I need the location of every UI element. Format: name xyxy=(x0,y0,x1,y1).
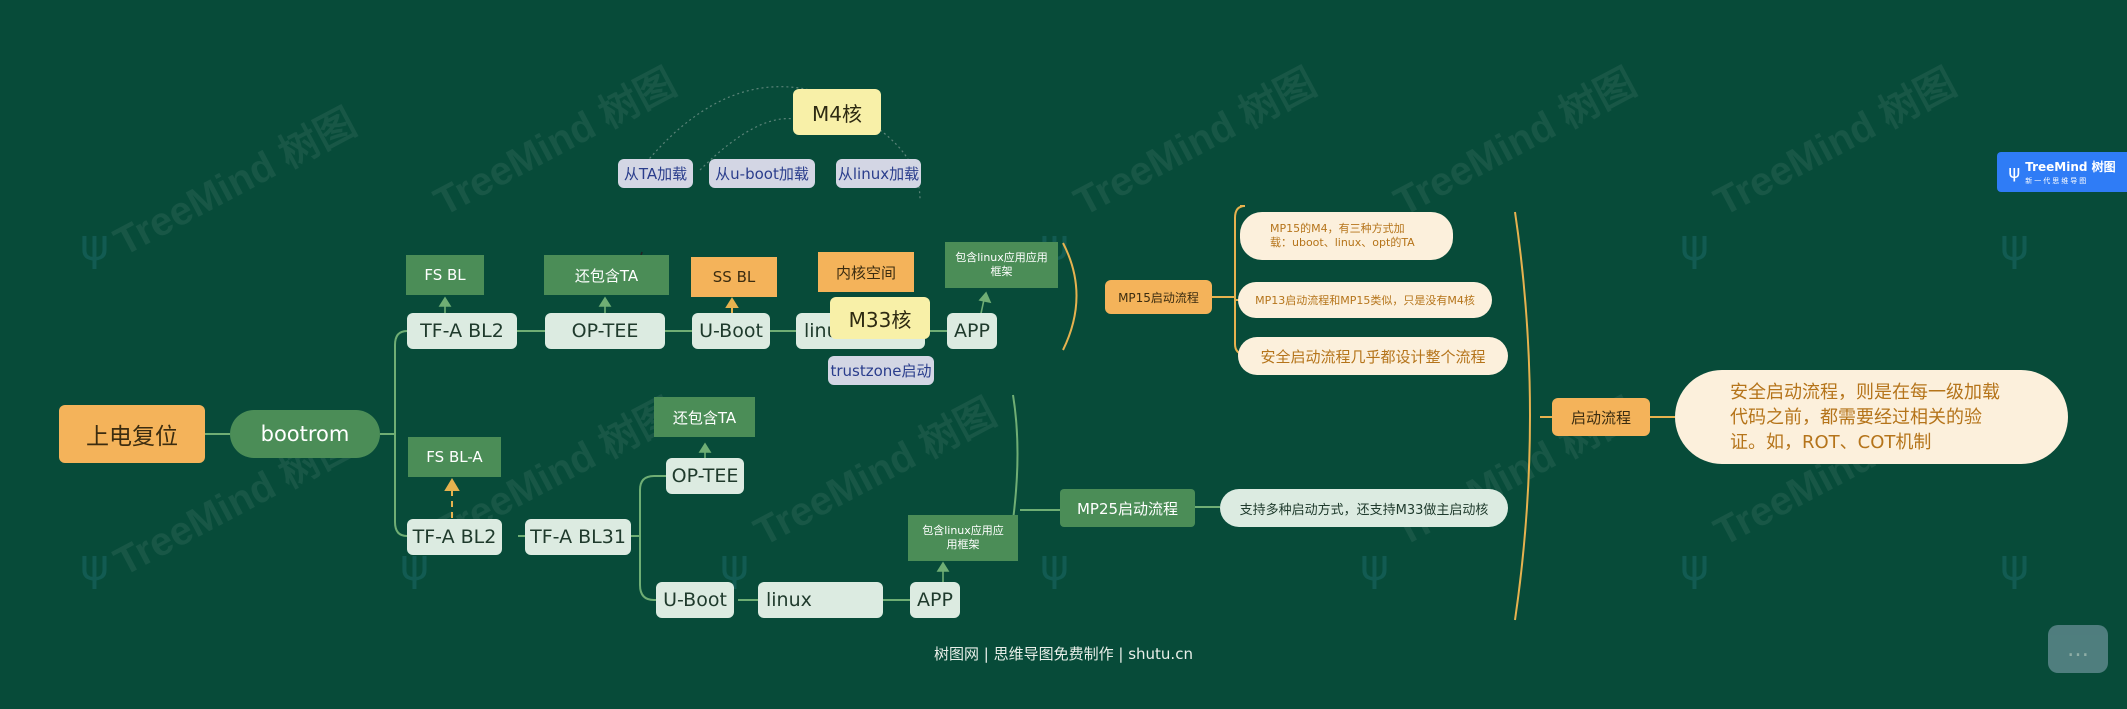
m33-core-node[interactable]: M33核 xyxy=(830,297,930,339)
mp15-note-mp13[interactable]: MP13启动流程和MP15类似，只是没有M4核 xyxy=(1238,282,1492,318)
mp15-app-node[interactable]: APP xyxy=(947,313,997,349)
mp15-optee-ta-note[interactable]: 还包含TA xyxy=(544,255,669,295)
mp15-uboot-node[interactable]: U-Boot xyxy=(692,313,770,349)
mp25-tfa-bl2-node[interactable]: TF-A BL2 xyxy=(407,519,502,555)
load-from-ta-node[interactable]: 从TA加载 xyxy=(618,159,693,188)
load-from-uboot-node[interactable]: 从u-boot加载 xyxy=(709,159,815,188)
fs-bl-a-node[interactable]: FS BL-A xyxy=(408,437,501,477)
treemind-brand-badge[interactable]: ψ TreeMind 树图 新一代思维导图 xyxy=(1997,152,2127,192)
m4-core-node[interactable]: M4核 xyxy=(793,89,881,135)
mp25-uboot-node[interactable]: U-Boot xyxy=(656,582,734,618)
treemind-logo-icon: ψ xyxy=(2008,161,2021,183)
mp25-linux-node[interactable]: linux xyxy=(758,582,883,618)
secure-boot-description[interactable]: 安全启动流程，则是在每一级加载代码之前，都需要经过相关的验证。如，ROT、COT… xyxy=(1675,370,2068,464)
mp15-note-secure[interactable]: 安全启动流程几乎都设计整个流程 xyxy=(1238,337,1508,375)
brand-name: TreeMind 树图 xyxy=(2025,160,2116,174)
mp15-note-three-methods[interactable]: MP15的M4，有三种方式加载：uboot、linux、opt的TA xyxy=(1240,212,1453,260)
trustzone-boot-node[interactable]: trustzone启动 xyxy=(828,356,934,385)
power-reset-node[interactable]: 上电复位 xyxy=(59,405,205,463)
mp25-flow-node[interactable]: MP25启动流程 xyxy=(1060,489,1195,527)
fs-bl-node[interactable]: FS BL xyxy=(406,255,484,295)
mp15-flow-node[interactable]: MP15启动流程 xyxy=(1105,280,1212,314)
brand-tagline: 新一代思维导图 xyxy=(2025,177,2089,185)
footer-credit: 树图网 | 思维导图免费制作 | shutu.cn xyxy=(934,645,1193,663)
mp15-optee-node[interactable]: OP-TEE xyxy=(545,313,665,349)
mp25-tfa-bl31-node[interactable]: TF-A BL31 xyxy=(525,519,631,555)
boot-flow-node[interactable]: 启动流程 xyxy=(1552,398,1650,436)
mp25-note-m33[interactable]: 支持多种启动方式，还支持M33做主启动核 xyxy=(1220,489,1508,527)
mp25-app-note[interactable]: 包含linux应用应用框架 xyxy=(908,515,1018,561)
kernel-space-node[interactable]: 内核空间 xyxy=(818,252,914,292)
mp25-app-node[interactable]: APP xyxy=(910,582,960,618)
bootrom-node[interactable]: bootrom xyxy=(230,410,380,458)
mp15-tfa-bl2-node[interactable]: TF-A BL2 xyxy=(407,313,517,349)
load-from-linux-node[interactable]: 从linux加载 xyxy=(836,159,921,188)
mp15-app-note[interactable]: 包含linux应用应用框架 xyxy=(945,242,1058,288)
mp25-optee-node[interactable]: OP-TEE xyxy=(666,458,744,494)
ss-bl-node[interactable]: SS BL xyxy=(691,257,777,297)
chat-bubble-icon[interactable]: … xyxy=(2048,625,2108,673)
mp25-optee-ta-note[interactable]: 还包含TA xyxy=(654,397,755,437)
